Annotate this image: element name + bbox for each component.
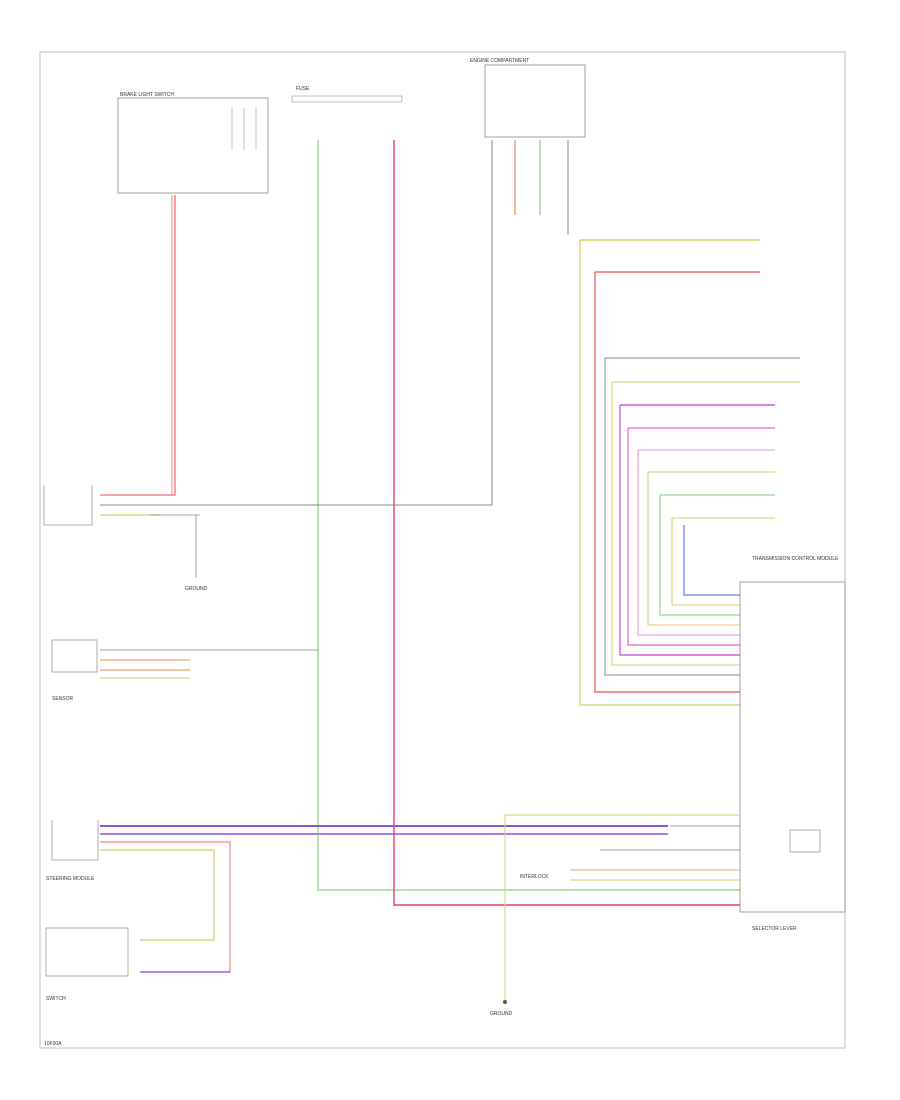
tcm-box	[739, 581, 846, 913]
hazard-switch-box	[45, 927, 129, 977]
fuse-label: FUSE	[296, 86, 310, 92]
selector-lever-label: SELECTOR LEVER	[752, 926, 797, 932]
brake-switch-connector	[43, 485, 93, 526]
wire-gray-brake	[100, 140, 493, 506]
ground-bottom-label: GROUND	[490, 1011, 513, 1017]
footer-code: 10F00A	[44, 1041, 62, 1047]
relay-box	[117, 97, 269, 194]
wire-red-right	[594, 272, 740, 693]
diagram-frame	[39, 51, 846, 1049]
fuse-block	[291, 95, 403, 103]
ems-sensor-box	[51, 639, 98, 673]
wire-green	[317, 140, 740, 891]
wire-tan-right	[579, 240, 740, 706]
interlock-label: INTERLOCK	[520, 874, 549, 880]
hazard-switch-label: SWITCH	[46, 996, 66, 1002]
engine-compartment-label: ENGINE COMPARTMENT	[470, 58, 529, 64]
ground-left-label: GROUND	[185, 586, 208, 592]
ems-sensor-label: SENSOR	[52, 696, 74, 702]
tcm-label: TRANSMISSION CONTROL MODULE	[752, 556, 839, 562]
steering-module-box	[51, 820, 99, 861]
engine-compartment-box	[484, 64, 586, 138]
wire-dark-red	[393, 140, 740, 906]
brake-light-switch-label: BRAKE LIGHT SWITCH	[120, 92, 174, 98]
wire-red-brake	[100, 195, 176, 496]
ground-bottom-icon	[503, 1000, 507, 1004]
steering-module-label: STEERING MODULE	[46, 876, 95, 882]
